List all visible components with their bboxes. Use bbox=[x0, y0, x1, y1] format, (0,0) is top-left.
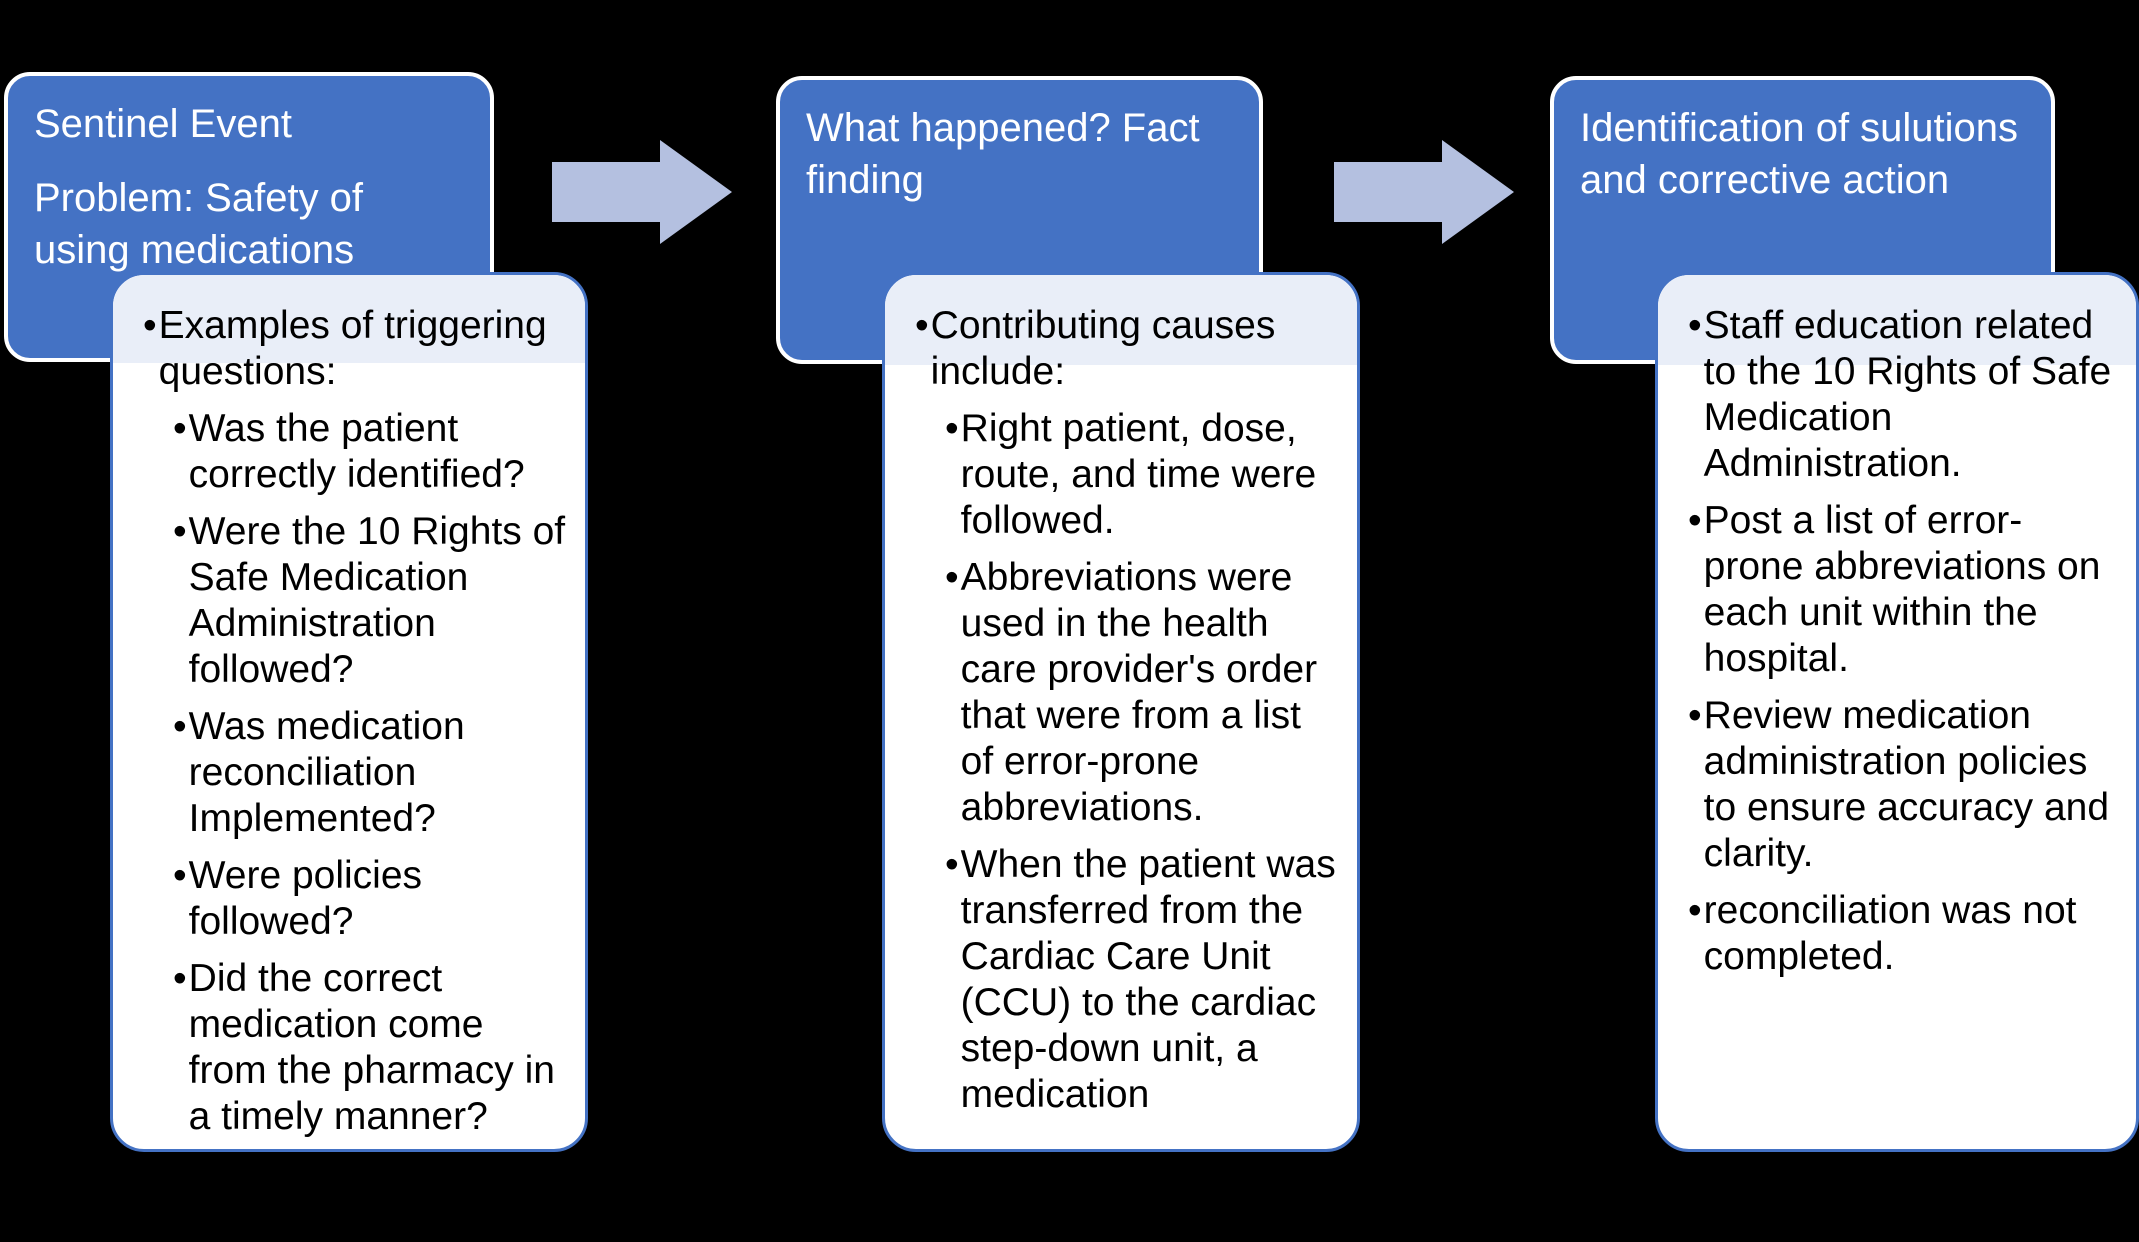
bullet-icon: • bbox=[143, 304, 157, 347]
list-item: • reconciliation was not completed. bbox=[1674, 888, 2120, 980]
list-item: • Contributing causes include: bbox=[901, 303, 1341, 395]
bullet-icon: • bbox=[945, 843, 959, 887]
list-item-label: Did the correct medication come from the… bbox=[188, 957, 555, 1139]
list-item: • Were the 10 Rights of Safe Medication … bbox=[129, 509, 569, 693]
header-line: Identification of sulutions and correcti… bbox=[1580, 106, 2019, 202]
list-item-label: Abbreviations were used in the health ca… bbox=[960, 556, 1318, 830]
list-item-label: Were policies followed? bbox=[188, 854, 423, 944]
bullet-icon: • bbox=[173, 407, 187, 451]
bullet-icon: • bbox=[173, 705, 187, 749]
list-item-label: Were the 10 Rights of Safe Medication Ad… bbox=[188, 510, 566, 692]
list-item: • Staff education related to the 10 Righ… bbox=[1674, 303, 2120, 487]
list-item: • Did the correct medication come from t… bbox=[129, 956, 569, 1140]
bullet-list-solutions-corrective-action: • Staff education related to the 10 Righ… bbox=[1658, 275, 2136, 1001]
arrow-right-icon-2 bbox=[1334, 140, 1514, 244]
bullet-icon: • bbox=[173, 510, 187, 554]
list-item-label: Was medication reconciliation Implemente… bbox=[188, 705, 465, 841]
header-line: What happened? Fact finding bbox=[806, 106, 1200, 202]
list-item-label: Post a list of error-prone abbreviations… bbox=[1703, 499, 2101, 681]
bullet-icon: • bbox=[1688, 304, 1702, 347]
list-item-label: Contributing causes include: bbox=[930, 304, 1276, 394]
bullet-icon: • bbox=[945, 407, 959, 451]
card-solutions-corrective-action: • Staff education related to the 10 Righ… bbox=[1655, 272, 2139, 1152]
list-item: • Abbreviations were used in the health … bbox=[901, 555, 1341, 831]
list-item: • Was the patient correctly identified? bbox=[129, 406, 569, 498]
bullet-list-sentinel-event: • Examples of triggering questions: • Wa… bbox=[113, 275, 585, 1149]
list-item: • Were policies followed? bbox=[129, 853, 569, 945]
list-item: • Examples of triggering questions: bbox=[129, 303, 569, 395]
list-item: • Review medication administration polic… bbox=[1674, 693, 2120, 877]
list-item-label: Right patient, dose, route, and time wer… bbox=[960, 407, 1317, 543]
bullet-icon: • bbox=[173, 957, 187, 1001]
arrow-right-icon-1 bbox=[552, 140, 732, 244]
list-item-label: Review medication administration policie… bbox=[1703, 694, 2110, 876]
card-fact-finding: • Contributing causes include: • Right p… bbox=[882, 272, 1360, 1152]
list-item: • Post a list of error-prone abbreviatio… bbox=[1674, 498, 2120, 682]
list-item-label: Examples of triggering questions: bbox=[158, 304, 547, 394]
bullet-icon: • bbox=[915, 304, 929, 347]
list-item: • Was medication reconciliation Implemen… bbox=[129, 704, 569, 842]
list-item: • Right patient, dose, route, and time w… bbox=[901, 406, 1341, 544]
card-sentinel-event: • Examples of triggering questions: • Wa… bbox=[110, 272, 588, 1152]
bullet-icon: • bbox=[945, 556, 959, 600]
list-item-label: Staff education related to the 10 Rights… bbox=[1703, 304, 2112, 486]
header-line: Sentinel Event bbox=[34, 102, 292, 146]
list-item-label: Was the patient correctly identified? bbox=[188, 407, 525, 497]
bullet-icon: • bbox=[1688, 694, 1702, 738]
bullet-icon: • bbox=[1688, 499, 1702, 543]
list-item: • When the patient was transferred from … bbox=[901, 842, 1341, 1118]
header-line: Problem: Safety of using medications bbox=[34, 176, 364, 272]
list-item-label: reconciliation was not completed. bbox=[1703, 889, 2077, 979]
bullet-icon: • bbox=[1688, 889, 1702, 933]
list-item-label: When the patient was transferred from th… bbox=[960, 843, 1336, 1117]
bullet-list-fact-finding: • Contributing causes include: • Right p… bbox=[885, 275, 1357, 1139]
bullet-icon: • bbox=[173, 854, 187, 898]
